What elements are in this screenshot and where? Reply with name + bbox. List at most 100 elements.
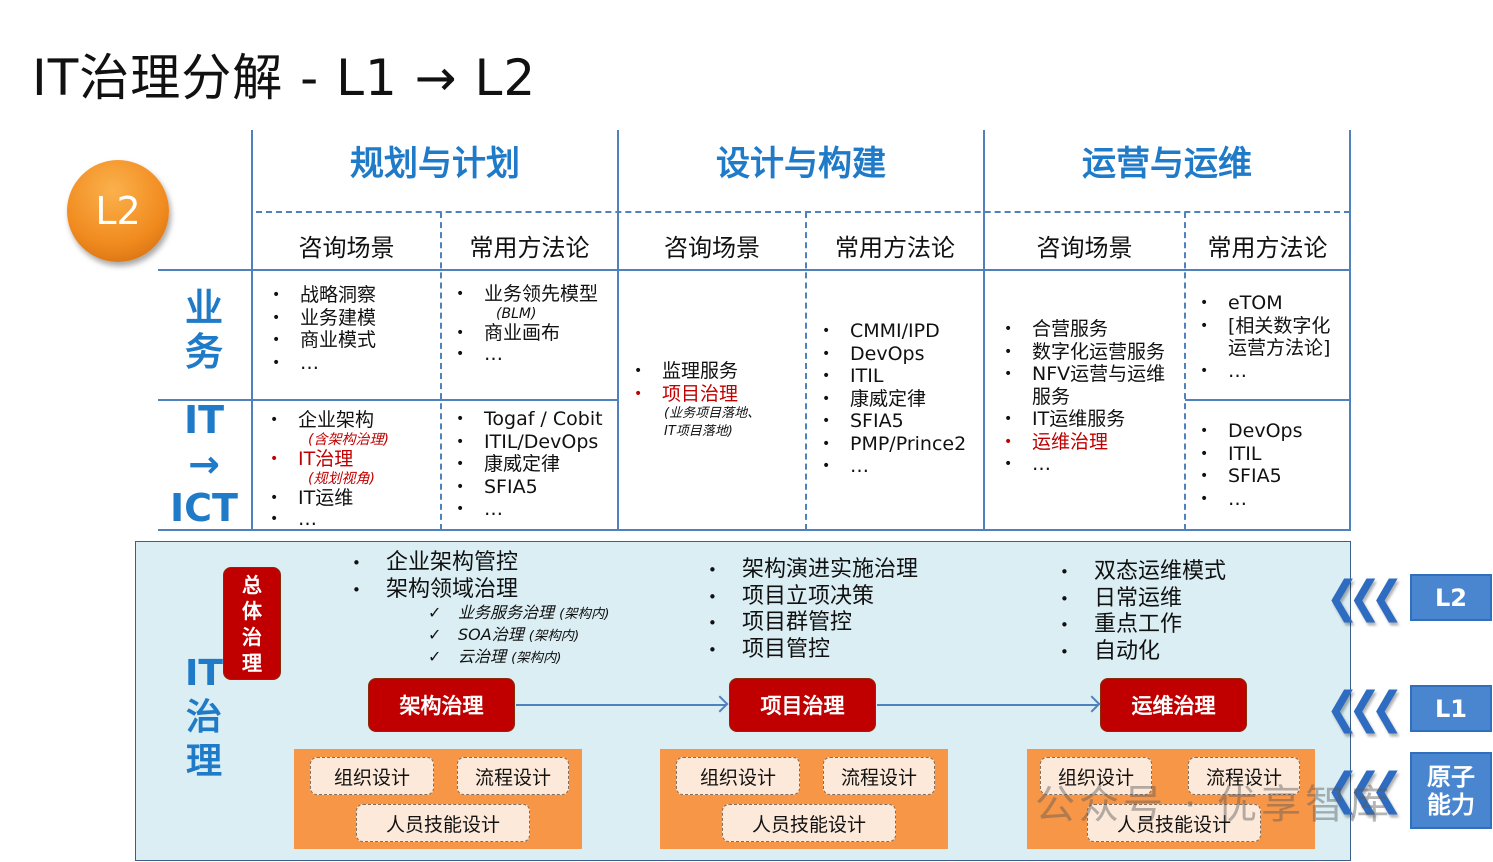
list-item: 日常运维 (1060, 586, 1226, 613)
list-item: … (822, 455, 966, 478)
list-item: 业务建模 (272, 307, 376, 330)
subheader-method: 常用方法论 (835, 234, 955, 262)
list-item: 架构演进实施治理 (708, 557, 918, 584)
chip-org-design: 组织设计 (676, 757, 800, 795)
list-item: DevOps (1200, 420, 1302, 443)
grid-line (251, 130, 253, 531)
cell-design-method: CMMI/IPD DevOps ITIL 康威定律 SFIA5 PMP/Prin… (822, 320, 966, 478)
list-item: Togaf / Cobit (456, 408, 603, 431)
list-item: 数字化运营服务 (1004, 341, 1179, 364)
chevron-left-icon: ❮❮❮ (1325, 572, 1404, 623)
list-item: 康威定律 (822, 388, 966, 411)
list-item: 架构领域治理 (352, 577, 518, 604)
list-item: 项目立项决策 (708, 584, 918, 611)
chip-skills-design: 人员技能设计 (356, 804, 530, 842)
grid-line (158, 269, 1351, 271)
list-item: 合营服务 (1004, 318, 1179, 341)
list-item: ITIL/DevOps (456, 431, 603, 454)
cell-design-scene: 监理服务 项目治理 (业务项目落地、IT项目落地) (634, 360, 764, 441)
subheader-scene: 咨询场景 (664, 234, 760, 262)
list-item: 战略洞察 (272, 284, 376, 307)
list-item: ITIL (1200, 443, 1302, 466)
atomic-group-project: 组织设计 流程设计 人员技能设计 (660, 749, 948, 849)
project-governance-box: 项目治理 (729, 678, 876, 732)
chip-process-design: 流程设计 (823, 757, 935, 795)
list-item: 项目治理 (634, 383, 764, 406)
list-item: 商业画布 (456, 323, 598, 345)
ops-items: 双态运维模式 日常运维 重点工作 自动化 (1060, 559, 1226, 665)
list-item: eTOM (1200, 292, 1340, 315)
note: (含架构治理) (308, 432, 389, 448)
list-item: IT运维服务 (1004, 408, 1179, 431)
column-header-ops: 运营与运维 (1082, 144, 1252, 184)
atomic-group-arch: 组织设计 流程设计 人员技能设计 (294, 749, 582, 849)
subheader-method: 常用方法论 (1207, 234, 1328, 262)
chip-process-design: 流程设计 (457, 757, 569, 795)
cell-plan-scene-biz: 战略洞察 业务建模 商业模式 … (272, 284, 376, 374)
list-item: 自动化 (1060, 639, 1226, 666)
list-item: 业务领先模型 (456, 284, 598, 306)
check-item: 云治理 (架构内) (428, 647, 610, 669)
list-item: … (1200, 488, 1302, 511)
column-header-plan: 规划与计划 (350, 144, 520, 184)
grid-line (805, 212, 807, 530)
chip-org-design: 组织设计 (1040, 757, 1152, 795)
column-header-design: 设计与构建 (716, 144, 886, 184)
level-badge: L2 (67, 160, 169, 262)
page-title: IT治理分解 - L1 → L2 (32, 49, 537, 107)
list-item: 监理服务 (634, 360, 764, 383)
list-item: DevOps (822, 343, 966, 366)
grid-line (1185, 399, 1351, 401)
grid-line (617, 130, 619, 531)
cell-plan-method-it: Togaf / Cobit ITIL/DevOps 康威定律 SFIA5 … (456, 408, 603, 521)
subheader-scene: 咨询场景 (1036, 234, 1133, 262)
grid-line (983, 130, 985, 531)
watermark: 公众号 · 优享智库 (1035, 782, 1394, 828)
list-item: ITIL (822, 365, 966, 388)
list-item: IT运维 (270, 488, 389, 510)
chip-skills-design: 人员技能设计 (1087, 804, 1261, 842)
list-item: … (270, 509, 389, 531)
list-item: 项目群管控 (708, 610, 918, 637)
arch-checklist: 业务服务治理 (架构内) SOA治理 (架构内) 云治理 (架构内) (428, 603, 610, 669)
list-item: SFIA5 (822, 410, 966, 433)
note: (规划视角) (308, 471, 375, 487)
it-label: IT (183, 398, 225, 442)
list-item: 企业架构 (270, 410, 389, 432)
list-item: CMMI/IPD (822, 320, 966, 343)
list-item: … (456, 344, 598, 366)
list-item: SFIA5 (1200, 465, 1302, 488)
chip-skills-design: 人员技能设计 (722, 804, 896, 842)
grid-line (440, 212, 442, 530)
grid-line (1184, 212, 1186, 530)
row-label-business: 业务 (184, 286, 223, 374)
level-l2-box: L2 (1410, 574, 1492, 621)
list-item: [相关数字化运营方法论] (1200, 315, 1340, 360)
cell-ops-method-biz: eTOM [相关数字化运营方法论] … (1200, 292, 1340, 382)
flow-arrow (877, 704, 1098, 706)
level-l1-box: L1 (1410, 685, 1492, 732)
ict-label: ICT (170, 486, 238, 530)
subheader-scene: 咨询场景 (298, 234, 395, 262)
note: (BLM) (496, 306, 537, 322)
overall-governance-box: 总体治理 (223, 567, 281, 680)
check-item: 业务服务治理 (架构内) (428, 603, 610, 625)
grid-line (158, 529, 1351, 531)
note: (业务项目落地、IT项目落地) (664, 406, 761, 439)
list-item: … (456, 498, 603, 521)
subheader-method: 常用方法论 (469, 234, 590, 262)
list-item: PMP/Prince2 (822, 433, 966, 456)
ops-governance-box: 运维治理 (1100, 678, 1247, 732)
grid-line (158, 399, 618, 401)
flow-arrow (516, 704, 726, 706)
list-item: SFIA5 (456, 476, 603, 499)
list-item: 企业架构管控 (352, 550, 518, 577)
list-item: 商业模式 (272, 329, 376, 352)
chevron-left-icon: ❮❮❮ (1325, 764, 1404, 815)
chip-process-design: 流程设计 (1188, 757, 1300, 795)
list-item: 康威定律 (456, 453, 603, 476)
list-item: IT治理 (270, 449, 389, 471)
arch-governance-box: 架构治理 (368, 678, 515, 732)
row-label-it-ict: IT → ICT (165, 398, 243, 530)
arch-items: 企业架构管控 架构领域治理 (352, 550, 518, 603)
